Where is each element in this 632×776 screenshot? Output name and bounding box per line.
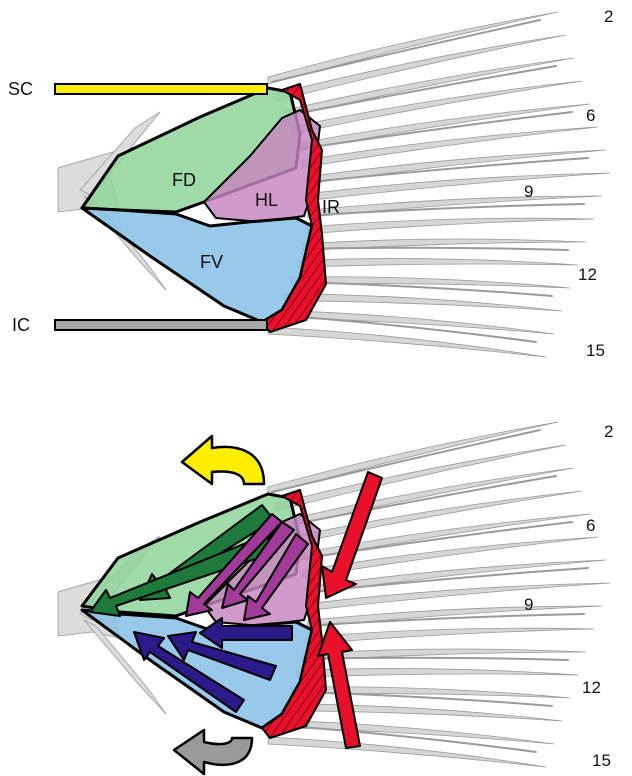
sc-label: SC — [8, 79, 33, 99]
hl-label: HL — [255, 190, 278, 210]
fv-muscle — [82, 208, 312, 322]
ray-number-15: 15 — [592, 751, 611, 770]
fin-ray — [307, 248, 568, 250]
top-panel: SC IC FD HL FV IR 2 6 9 12 15 — [8, 7, 613, 360]
fin-ray — [284, 294, 562, 311]
fin-ray — [272, 20, 540, 82]
fin-ray — [298, 259, 578, 268]
ray-number-12: 12 — [582, 678, 601, 697]
ir-label: IR — [322, 197, 340, 217]
ic-bar — [55, 320, 267, 330]
fin-ray — [308, 196, 602, 217]
ic-rotation-arrow — [174, 730, 252, 774]
ray-number-2: 2 — [604, 7, 613, 26]
fin-ray — [306, 628, 594, 644]
fin-ray — [284, 704, 562, 721]
ray-number-9: 9 — [524, 595, 533, 614]
bottom-panel: 2 6 9 12 15 — [58, 422, 613, 774]
fin-ray — [307, 658, 568, 660]
ray-number-6: 6 — [586, 516, 595, 535]
fin-ray — [306, 218, 594, 234]
fin-ray — [268, 737, 546, 767]
ray-number-15: 15 — [586, 341, 605, 360]
ray-number-12: 12 — [578, 265, 597, 284]
ray-number-2: 2 — [604, 422, 613, 441]
fin-ray — [272, 430, 540, 492]
sc-rotation-arrow — [182, 436, 264, 484]
sc-bar — [55, 84, 267, 94]
fin-ray — [308, 606, 602, 627]
fd-label: FD — [172, 170, 196, 190]
fv-label: FV — [200, 252, 223, 272]
fin-ray — [268, 327, 546, 357]
ray-number-9: 9 — [524, 182, 533, 201]
ic-label: IC — [12, 315, 30, 335]
ray-number-6: 6 — [586, 106, 595, 125]
